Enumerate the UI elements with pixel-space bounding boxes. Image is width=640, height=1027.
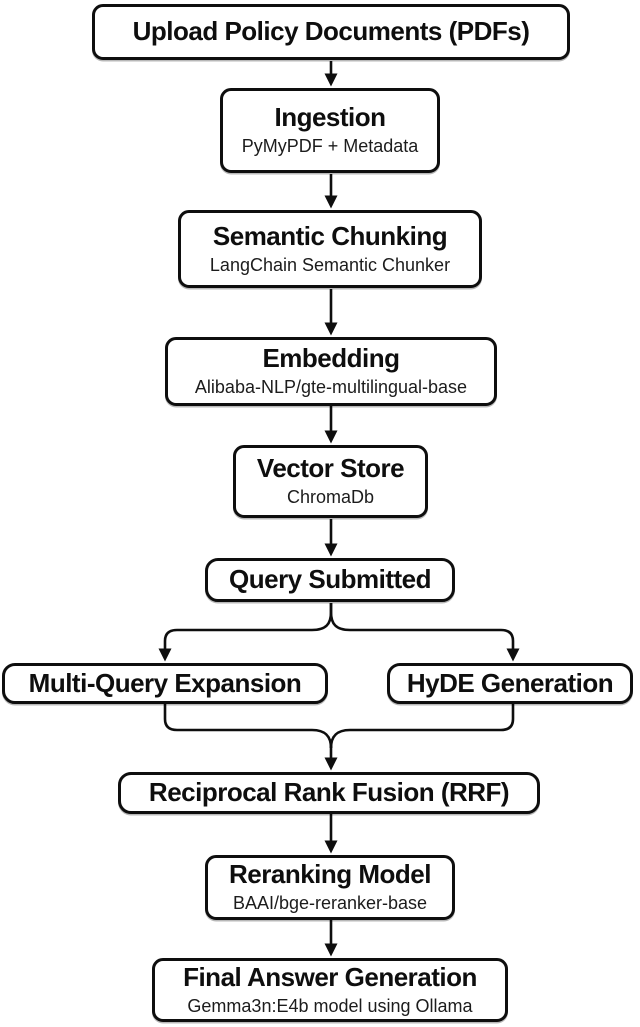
node-vector-store: Vector Store ChromaDb — [233, 445, 428, 518]
node-title: Embedding — [262, 343, 400, 374]
node-final-answer-generation: Final Answer Generation Gemma3n:E4b mode… — [152, 958, 508, 1022]
node-title: HyDE Generation — [406, 667, 614, 698]
node-upload-policy-documents: Upload Policy Documents (PDFs) — [92, 4, 570, 60]
node-title: Semantic Chunking — [212, 220, 448, 251]
node-subtitle: LangChain Semantic Chunker — [209, 254, 451, 275]
node-title: Reranking Model — [229, 859, 431, 890]
node-multi-query-expansion: Multi-Query Expansion — [2, 663, 328, 704]
edge-query-multiquery — [158, 603, 333, 662]
edge-query-hyde — [329, 603, 520, 662]
node-semantic-chunking: Semantic Chunking LangChain Semantic Chu… — [178, 210, 482, 288]
node-subtitle: Gemma3n:E4b model using Ollama — [187, 995, 473, 1016]
node-subtitle: ChromaDb — [286, 487, 375, 508]
node-reciprocal-rank-fusion: Reciprocal Rank Fusion (RRF) — [118, 772, 540, 814]
node-subtitle: Alibaba-NLP/gte-multilingual-base — [194, 377, 468, 398]
node-query-submitted: Query Submitted — [205, 558, 455, 602]
node-title: Reciprocal Rank Fusion (RRF) — [148, 777, 510, 808]
node-subtitle: PyMyPDF + Metadata — [241, 136, 419, 157]
node-title: Vector Store — [256, 453, 405, 484]
node-embedding: Embedding Alibaba-NLP/gte-multilingual-b… — [165, 337, 497, 406]
node-title: Multi-Query Expansion — [28, 667, 302, 698]
node-title: Final Answer Generation — [183, 961, 477, 992]
node-title: Ingestion — [274, 102, 386, 133]
node-reranking-model: Reranking Model BAAI/bge-reranker-base — [205, 855, 455, 920]
node-hyde-generation: HyDE Generation — [387, 663, 633, 704]
edge-multiquery-merge — [163, 704, 333, 749]
node-title: Upload Policy Documents (PDFs) — [132, 16, 530, 47]
node-ingestion: Ingestion PyMyPDF + Metadata — [220, 88, 440, 173]
node-title: Query Submitted — [229, 564, 431, 595]
edge-hyde-merge — [329, 704, 515, 749]
node-subtitle: BAAI/bge-reranker-base — [232, 893, 428, 914]
